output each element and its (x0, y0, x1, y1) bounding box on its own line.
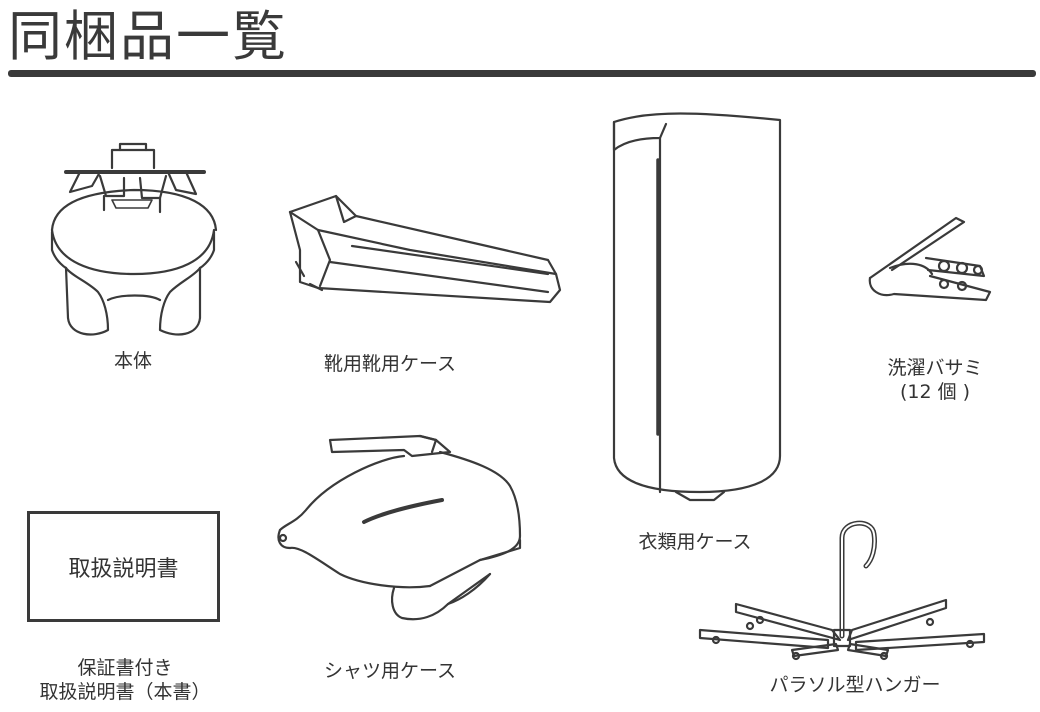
label-shirt-case: シャツ用ケース (323, 660, 457, 682)
clothes-case-illustration (612, 112, 782, 502)
manual-box-text: 取扱説明書 (68, 556, 179, 582)
clips-count: (12 個 ) (899, 381, 971, 403)
page-title: 同梱品一覧 (8, 5, 288, 68)
label-manual: 保証書付き 取扱説明書（本書） (39, 657, 211, 703)
label-main-unit: 本体 (113, 350, 152, 372)
main-unit-illustration (50, 142, 218, 336)
manual-box: 取扱説明書 (27, 511, 220, 622)
parasol-hanger-illustration (698, 520, 986, 661)
shoe-case-illustration (288, 194, 562, 304)
label-shoe-case: 靴用靴用ケース (323, 353, 457, 375)
label-hanger: パラソル型ハンガー (769, 674, 941, 696)
title-underline (8, 70, 1036, 77)
clothespin-illustration (868, 216, 992, 302)
shirt-case-illustration (277, 434, 522, 621)
label-clips: 洗濯バサミ (12 個 ) (870, 356, 1000, 404)
label-clothes-case: 衣類用ケース (638, 531, 752, 553)
